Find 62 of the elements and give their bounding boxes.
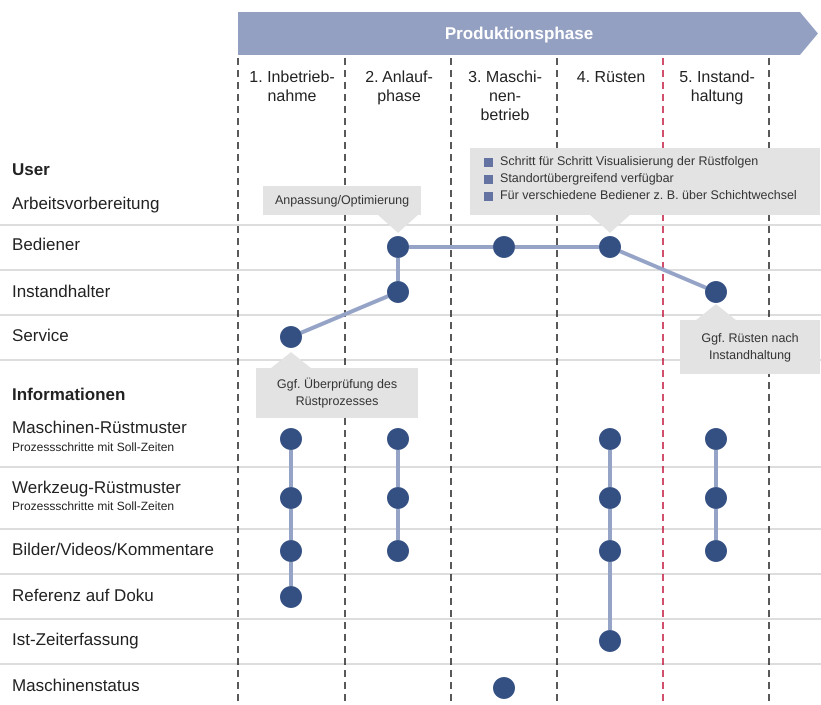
dot-marker xyxy=(387,428,409,450)
connector-line xyxy=(289,509,293,540)
connector-line xyxy=(619,249,707,290)
connector-line xyxy=(409,245,493,249)
dot-marker xyxy=(387,487,409,509)
connector-line xyxy=(289,562,293,586)
phase-heading: 1. Inbetrieb- nahme xyxy=(248,68,336,106)
dot-marker xyxy=(280,586,302,608)
dot-marker xyxy=(493,677,515,699)
row-label: Service xyxy=(12,326,69,346)
row-label: Bilder/Videos/Kommentare xyxy=(12,540,214,560)
connector-line xyxy=(300,294,389,335)
row-label: Bediener xyxy=(12,235,80,255)
dot-marker xyxy=(387,540,409,562)
callout-text: Ggf. Rüsten nach Instandhaltung xyxy=(700,330,800,364)
dot-marker xyxy=(280,540,302,562)
callout-text: Anpassung/Optimierung xyxy=(274,192,410,209)
dot-marker xyxy=(280,428,302,450)
connector-line xyxy=(714,450,718,487)
dot-marker xyxy=(599,540,621,562)
phase-heading: 3. Maschi- nen- betrieb xyxy=(467,68,543,125)
dot-marker xyxy=(280,487,302,509)
callout-text: Schritt für Schritt Visualisierung der Rüstfolgen xyxy=(500,153,758,170)
connector-line xyxy=(396,509,400,540)
row-label: Referenz auf Doku xyxy=(12,586,154,606)
dot-marker xyxy=(493,236,515,258)
section-heading: User xyxy=(12,160,50,180)
callout-text: Ggf. Überprüfung des Rüstprozesses xyxy=(276,376,398,410)
dot-marker xyxy=(705,428,727,450)
connector-line xyxy=(608,450,612,487)
row-subtitle: Prozessschritte mit Soll-Zeiten xyxy=(12,440,174,454)
phase-heading: 4. Rüsten xyxy=(576,68,646,87)
dot-marker xyxy=(599,428,621,450)
connector-line xyxy=(396,258,400,281)
dot-marker xyxy=(280,326,302,348)
row-label: Maschinenstatus xyxy=(12,676,140,696)
row-label: Instandhalter xyxy=(12,282,110,302)
row-label: Werkzeug-Rüstmuster xyxy=(12,478,181,498)
dot-marker xyxy=(599,236,621,258)
phase-heading: 2. Anlauf- phase xyxy=(364,68,434,106)
dot-marker xyxy=(387,236,409,258)
connector-line xyxy=(608,562,612,630)
connector-line xyxy=(289,450,293,487)
connector-line xyxy=(608,509,612,540)
connector-line xyxy=(714,509,718,540)
callout-text: Standortübergreifend verfügbar xyxy=(500,170,674,187)
dot-marker xyxy=(599,630,621,652)
row-label: Arbeitsvorbereitung xyxy=(12,194,160,214)
row-label: Maschinen-Rüstmuster xyxy=(12,418,187,438)
dot-marker xyxy=(599,487,621,509)
dot-marker xyxy=(705,540,727,562)
connector-line xyxy=(396,450,400,487)
phase-heading: 5. Instand- haltung xyxy=(678,68,756,106)
connector-line xyxy=(515,245,599,249)
dot-marker xyxy=(705,281,727,303)
dot-marker xyxy=(387,281,409,303)
section-heading: Informationen xyxy=(12,385,126,405)
row-subtitle: Prozessschritte mit Soll-Zeiten xyxy=(12,499,174,513)
row-label: Ist-Zeiterfassung xyxy=(12,630,139,650)
callout-text: Für verschiedene Bediener z. B. über Schichtwechsel xyxy=(500,187,797,204)
dot-marker xyxy=(705,487,727,509)
banner-title: Produktionsphase xyxy=(444,23,594,44)
